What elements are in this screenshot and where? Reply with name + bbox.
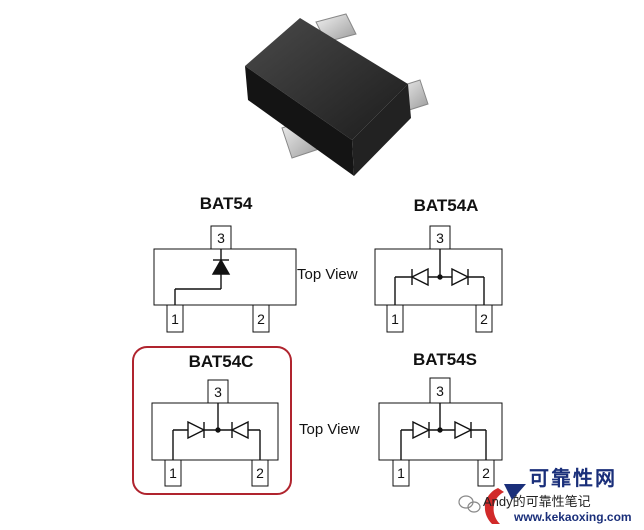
bat54s-diode-symbols: [400, 403, 487, 460]
bat54s-diagram: BAT54S 3 1 2: [378, 350, 503, 487]
bat54-pin1-label: 1: [171, 311, 179, 327]
bat54-top-view-label: Top View: [297, 266, 358, 283]
watermark-url: www.kekaoxing.com: [513, 510, 632, 524]
bat54s-pin2-label: 2: [482, 465, 490, 481]
bat54c-highlight-frame: [132, 346, 292, 495]
bat54-diagram: BAT54 3 1 2 Top View: [153, 194, 358, 333]
bat54s-pin3-label: 3: [436, 383, 444, 399]
bat54a-title: BAT54A: [414, 196, 479, 215]
watermark-author: Andy的可靠性笔记: [483, 494, 591, 509]
bat54-pin2-box: [252, 304, 270, 333]
bat54c-pin3-label: 3: [214, 384, 222, 400]
watermark-site-title: 可靠性网: [529, 466, 617, 490]
bat54-pin3-label: 3: [217, 230, 225, 246]
bat54a-pin1-label: 1: [391, 311, 399, 327]
bat54s-title: BAT54S: [413, 350, 477, 369]
bat54c-title: BAT54C: [189, 352, 254, 371]
bat54a-diagram: BAT54A 3 1 2: [374, 196, 503, 333]
bat54c-pin1-label: 1: [169, 465, 177, 481]
bat54-pin2-label: 2: [257, 311, 265, 327]
wechat-icon: [458, 495, 481, 513]
bat54-title: BAT54: [200, 194, 253, 213]
bat54c-body: [151, 402, 279, 461]
bat54a-diode-symbols: [394, 249, 485, 305]
bat54s-pin1-label: 1: [397, 465, 405, 481]
bat54c-diagram: BAT54C 3 1 2 Top View: [132, 346, 360, 495]
bat54c-top-view-label: Top View: [299, 421, 360, 438]
watermark: 可靠性网 Andy的可靠性笔记 www.kekaoxing.com: [458, 466, 632, 524]
bat54c-pin2-label: 2: [256, 465, 264, 481]
bat54a-pin2-label: 2: [480, 311, 488, 327]
bat54c-diode-symbols: [172, 403, 261, 460]
sot23-package-image: [245, 13, 429, 176]
bat54a-pin3-label: 3: [436, 230, 444, 246]
kekaoxing-logo-icon: [484, 484, 526, 524]
bat54-diode-symbol: [174, 249, 231, 305]
